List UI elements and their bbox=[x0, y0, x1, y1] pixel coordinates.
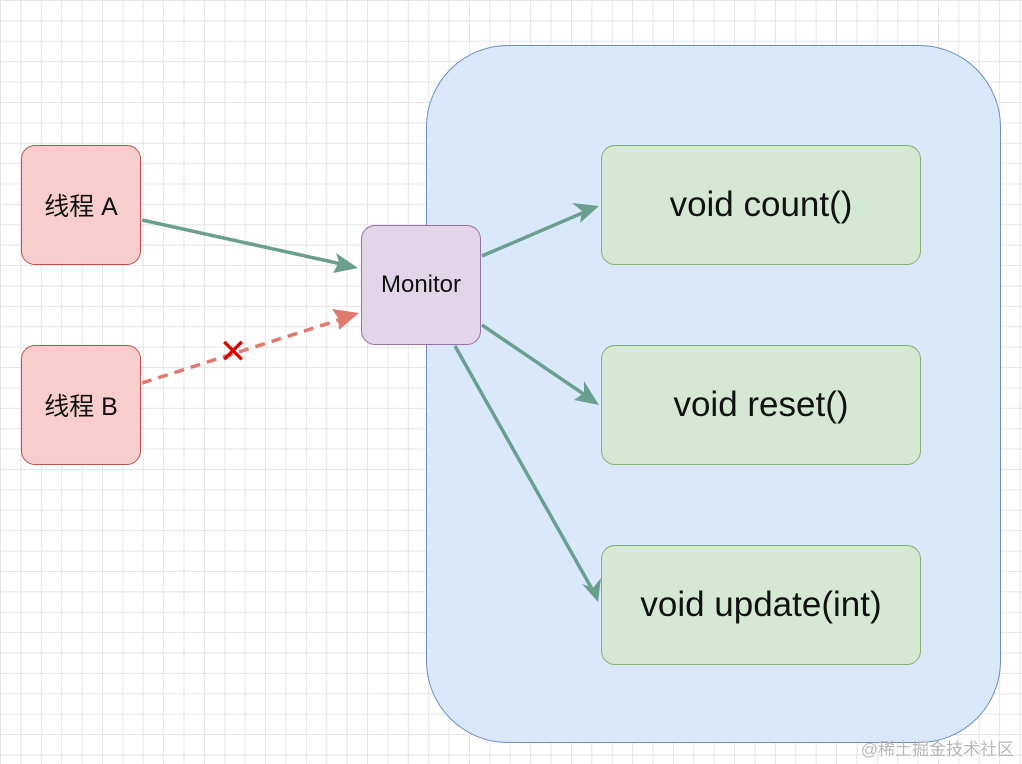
watermark: @稀土掘金技术社区 bbox=[860, 740, 1014, 759]
method-count-label: void count() bbox=[669, 185, 853, 224]
monitor-label: Monitor bbox=[380, 271, 462, 298]
method-update-label: void update(int) bbox=[640, 585, 882, 624]
method-update-node: void update(int) bbox=[601, 545, 921, 665]
arrow-monitor-to-reset bbox=[481, 323, 599, 405]
arrow-monitor-to-update bbox=[453, 345, 601, 602]
thread-a-node: 线程 A bbox=[21, 145, 141, 265]
method-count-node: void count() bbox=[601, 145, 921, 265]
arrow-thread-b-to-monitor-blocked bbox=[141, 309, 359, 385]
monitor-node: Monitor bbox=[361, 225, 481, 345]
blocked-x-icon: ✕ bbox=[219, 332, 248, 372]
thread-b-node: 线程 B bbox=[21, 345, 141, 465]
thread-a-label: 线程 A bbox=[44, 193, 118, 221]
arrow-monitor-to-count bbox=[481, 203, 599, 258]
arrow-thread-a-to-monitor bbox=[141, 218, 358, 273]
thread-b-label: 线程 B bbox=[44, 393, 118, 421]
method-reset-node: void reset() bbox=[601, 345, 921, 465]
method-reset-label: void reset() bbox=[673, 385, 849, 424]
